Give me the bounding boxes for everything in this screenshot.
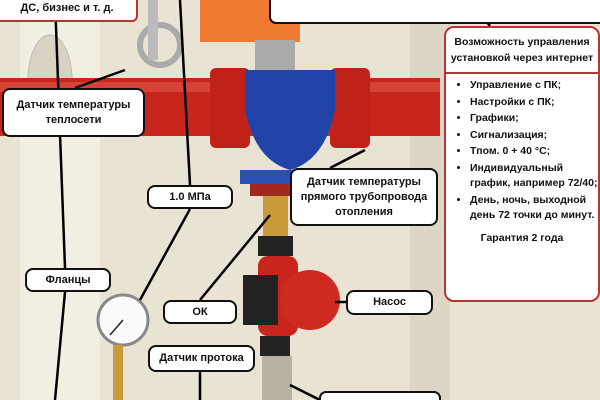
list-item: Индивидуальный график, например 72/40; bbox=[470, 161, 598, 192]
callout-check-valve: ОК bbox=[163, 300, 237, 324]
panel-title: Возможность управления установкой через … bbox=[446, 28, 598, 74]
feature-list: Управление с ПК; Настройки с ПК; Графики… bbox=[446, 78, 598, 224]
list-item: Сигнализация; bbox=[470, 128, 598, 144]
list-item: Управление с ПК; bbox=[470, 78, 598, 94]
callout-supply-temp-sensor: Датчик температуры прямого трубопровода … bbox=[290, 168, 438, 226]
callout-flow-sensor: Датчик протока bbox=[148, 345, 255, 372]
list-item: День, ночь, выходной день 72 точки до ми… bbox=[470, 193, 598, 224]
callout-top-left: ДС, бизнес и т. д. bbox=[0, 0, 138, 22]
list-item: Тпом. 0 + 40 °С; bbox=[470, 144, 598, 160]
callout-network-temp-sensor: Датчик температуры теплосети bbox=[2, 88, 145, 137]
list-item: Графики; bbox=[470, 111, 598, 127]
list-item: Настройки с ПК; bbox=[470, 95, 598, 111]
callout-pump: Насос bbox=[346, 290, 433, 315]
features-panel: Возможность управления установкой через … bbox=[444, 26, 600, 302]
warranty-text: Гарантия 2 года bbox=[480, 231, 564, 244]
callout-pressure: 1.0 МПа bbox=[147, 185, 233, 209]
callout-flanges: Фланцы bbox=[25, 268, 111, 292]
